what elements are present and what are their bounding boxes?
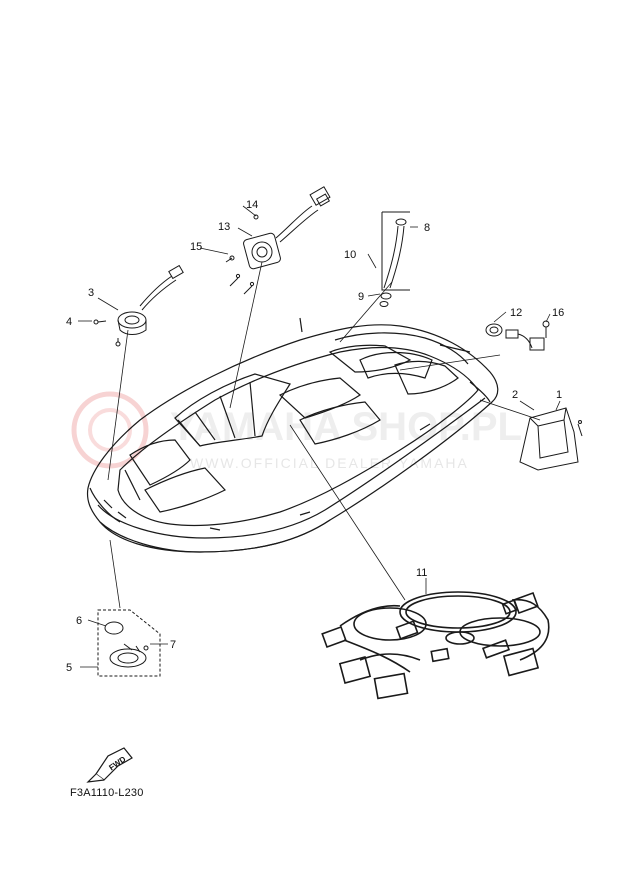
diagram-code: F3A1110-L230	[70, 787, 144, 799]
callout-2: 2	[512, 389, 518, 401]
part-8-vent	[379, 211, 410, 307]
callout-4: 4	[66, 316, 72, 328]
callout-16: 16	[552, 307, 564, 319]
callout-8: 8	[424, 222, 430, 234]
callout-14: 14	[246, 199, 258, 211]
callout-1: 1	[556, 389, 562, 401]
part-3-fitting	[93, 264, 184, 347]
part-11-harness	[321, 591, 550, 700]
callout-7: 7	[170, 639, 176, 651]
boat-deck	[86, 317, 499, 553]
part-16-sensor	[485, 320, 550, 351]
watermark: YAMAHA SHOP.PL WWW.OFFICIAL DEALER YAMAH…	[71, 391, 522, 471]
part-13-flange	[225, 186, 331, 295]
callout-3: 3	[88, 287, 94, 299]
part-5-cap	[97, 609, 161, 677]
callout-5: 5	[66, 662, 72, 674]
callout-13: 13	[218, 221, 230, 233]
callout-numbers: 1 2 3 4 5 6 7 8 9 10 11 12 13 14 15 16	[66, 199, 564, 674]
watermark-logo-icon	[71, 391, 149, 469]
callout-15: 15	[190, 241, 202, 253]
callout-6: 6	[76, 615, 82, 627]
callout-12: 12	[510, 307, 522, 319]
part-1-bracket	[519, 407, 583, 471]
callout-9: 9	[358, 291, 364, 303]
callout-11: 11	[416, 567, 427, 579]
leader-lines	[78, 205, 561, 668]
watermark-sub-text: WWW.OFFICIAL DEALER YAMAHA	[190, 455, 469, 471]
fwd-arrow-icon: FWD	[86, 747, 133, 783]
callout-10: 10	[344, 249, 356, 261]
